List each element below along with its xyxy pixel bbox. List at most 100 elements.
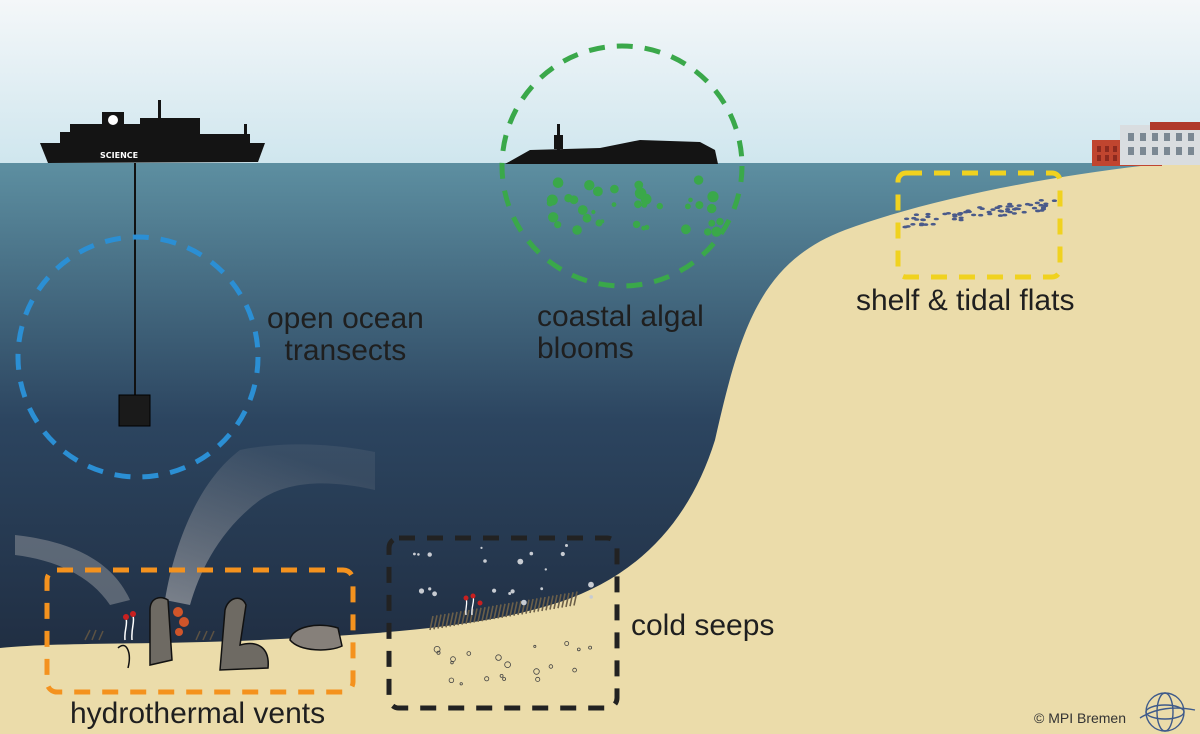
seep-bubble xyxy=(508,592,512,595)
seep-mat-strand xyxy=(473,608,478,623)
seep-mat-strand xyxy=(573,591,578,606)
tidal-organism xyxy=(978,213,984,217)
algal-cell xyxy=(611,202,617,208)
algal-cell xyxy=(554,221,562,229)
tidal-organism xyxy=(1028,203,1034,207)
tidal-organism xyxy=(986,210,992,214)
vent-chimneys xyxy=(117,597,343,671)
seep-mat-strand xyxy=(517,600,522,616)
tidal-organism xyxy=(952,213,958,216)
copyright-credit: © MPI Bremen xyxy=(1034,710,1127,726)
seep-mat-strand xyxy=(445,613,450,628)
algal-cell xyxy=(552,177,564,188)
seep-bubble xyxy=(560,551,565,557)
seep-mat-strand xyxy=(441,613,446,629)
tidal-organism xyxy=(930,222,936,226)
tidal-organism xyxy=(990,208,996,211)
seep-mat-strand xyxy=(505,602,510,618)
algal-cell xyxy=(644,224,650,230)
label-open-ocean-line1: open ocean xyxy=(267,302,424,335)
seep-bubble xyxy=(533,668,540,675)
tidal-organism xyxy=(994,206,1001,209)
tidal-organism xyxy=(918,223,925,227)
algal-cell xyxy=(685,203,691,210)
seep-bubble xyxy=(413,552,416,556)
seep-bubble xyxy=(499,674,504,678)
seep-bubble xyxy=(483,559,487,563)
tidal-organism xyxy=(1035,209,1041,213)
seep-bubble xyxy=(576,647,581,652)
tidal-organism xyxy=(1005,205,1011,208)
algal-cell xyxy=(681,224,691,235)
seep-mat-strand xyxy=(553,594,558,610)
hydrothermal-marker xyxy=(44,567,356,695)
algal-cell xyxy=(634,180,644,190)
tidal-organism xyxy=(1031,206,1038,210)
seep-bubble xyxy=(533,644,537,648)
open-ocean-marker xyxy=(15,234,261,480)
shelf-tidal-marker xyxy=(895,170,1063,280)
seep-bubble xyxy=(418,588,425,594)
seep-mat-strand xyxy=(489,605,494,620)
algal-cell xyxy=(577,205,588,215)
tidal-organism xyxy=(1038,199,1044,202)
island-icon xyxy=(505,124,718,164)
seep-bubble xyxy=(548,664,554,669)
algal-cell xyxy=(656,202,663,210)
seep-mat-strand xyxy=(537,597,542,612)
algal-cell xyxy=(634,200,642,209)
tidal-organism xyxy=(914,218,920,221)
ship-name: SCIENCE xyxy=(100,151,138,160)
algal-cell xyxy=(632,220,641,229)
tidal-organism xyxy=(1043,202,1049,206)
algal-cell xyxy=(610,184,619,194)
seep-mat-strand xyxy=(569,592,574,607)
seep-mat-strand xyxy=(493,604,498,620)
algal-cell xyxy=(634,187,647,200)
seep-mat-strand xyxy=(477,607,482,622)
seep-bubble xyxy=(495,654,502,661)
tidal-organism xyxy=(920,218,926,221)
seep-bubble xyxy=(521,599,527,606)
seep-bubble xyxy=(517,558,524,565)
tidal-organism xyxy=(905,225,911,228)
tidal-organism xyxy=(1007,202,1013,206)
tidal-organism xyxy=(1016,204,1022,207)
tidal-organism xyxy=(951,217,958,221)
seep-bubble xyxy=(459,682,463,686)
seep-mat-strand xyxy=(525,599,530,614)
algal-cell xyxy=(593,186,603,197)
tidal-organism xyxy=(1005,208,1011,211)
label-coastal-line2: blooms xyxy=(537,332,634,365)
seep-mat-strand xyxy=(461,610,466,625)
tidal-flat-organisms xyxy=(902,199,1057,229)
algal-cell xyxy=(704,228,712,236)
algal-cell xyxy=(711,226,722,237)
algal-cell xyxy=(572,225,582,235)
label-shelf-tidal-flats: shelf & tidal flats xyxy=(856,284,1075,317)
label-open-ocean-line2: transects xyxy=(284,334,407,367)
cold-seep-bubbles xyxy=(413,544,594,686)
cold-seep-mat xyxy=(429,591,578,631)
seep-mat-strand xyxy=(429,615,434,631)
seep-bubble xyxy=(589,595,593,599)
tidal-organism xyxy=(958,216,964,220)
seep-mat-strand xyxy=(561,593,566,608)
algal-cell xyxy=(716,217,724,226)
vent-mussel-bed xyxy=(84,629,215,641)
seep-bubble xyxy=(428,587,432,591)
seep-mat-strand xyxy=(509,602,514,617)
seep-bubble xyxy=(432,591,437,597)
algal-cell xyxy=(707,203,717,214)
algal-cell xyxy=(695,201,704,210)
algal-cell xyxy=(591,209,596,215)
seep-bubble xyxy=(492,588,497,593)
label-coastal-line1: coastal algal xyxy=(537,300,704,333)
globe-logo-icon xyxy=(1139,692,1196,732)
algal-cell xyxy=(548,212,559,223)
tidal-organism xyxy=(971,213,977,217)
tidal-organism xyxy=(958,218,964,222)
algal-cell xyxy=(688,197,693,203)
label-coastal-algal-blooms: coastal algal blooms xyxy=(537,301,704,365)
